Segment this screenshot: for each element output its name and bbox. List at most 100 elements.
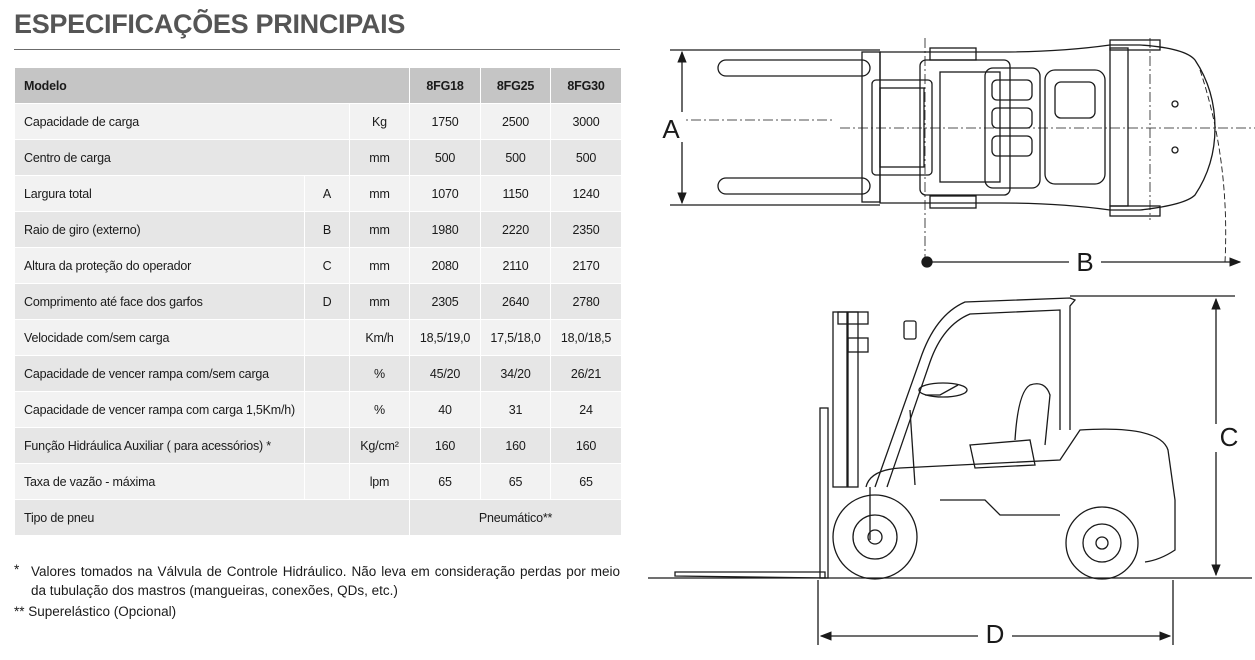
dimension-label-d-front: D bbox=[986, 619, 1005, 649]
row-value-3: 26/21 bbox=[550, 355, 622, 392]
header-model-2: 8FG25 bbox=[480, 67, 551, 104]
row-value-2: 2110 bbox=[480, 247, 551, 284]
row-value-2: 34/20 bbox=[480, 355, 551, 392]
label-c-backdrop bbox=[1208, 424, 1248, 452]
header-model-3: 8FG30 bbox=[550, 67, 622, 104]
row-value-2: 2500 bbox=[480, 103, 551, 140]
rear-wheel bbox=[1065, 506, 1139, 580]
row-value-2: 2640 bbox=[480, 283, 551, 320]
row-value-1: 1070 bbox=[409, 175, 481, 212]
dimension-label-c-front: C bbox=[1220, 422, 1239, 452]
footnotes: * Valores tomados na Válvula de Controle… bbox=[14, 562, 620, 619]
row-unit: lpm bbox=[349, 463, 410, 500]
row-label: Largura total bbox=[14, 175, 305, 212]
table-row: Capacidade de vencer rampa com carga 1,5… bbox=[14, 391, 622, 428]
row-value-2: 160 bbox=[480, 427, 551, 464]
header-model-1: 8FG18 bbox=[409, 67, 481, 104]
footnote-tire: ** Superelástico (Opcional) bbox=[14, 604, 177, 619]
row-label: Raio de giro (externo) bbox=[14, 211, 305, 248]
row-value-3: 1240 bbox=[550, 175, 622, 212]
row-dim bbox=[304, 355, 350, 392]
title-divider bbox=[14, 49, 620, 50]
table-header-row: Modelo 8FG18 8FG25 8FG30 bbox=[14, 67, 622, 104]
row-dim: C bbox=[304, 247, 350, 284]
row-label: Capacidade de vencer rampa com/sem carga bbox=[14, 355, 305, 392]
row-label: Centro de carga bbox=[14, 139, 350, 176]
row-label: Capacidade de vencer rampa com carga 1,5… bbox=[14, 391, 305, 428]
row-unit: Kg bbox=[349, 103, 410, 140]
specifications-table: Modelo 8FG18 8FG25 8FG30 Capacidade de c… bbox=[14, 67, 622, 536]
tire-type-value: Pneumático** bbox=[409, 499, 622, 536]
table-row: Velocidade com/sem carga Km/h 18,5/19,0 … bbox=[14, 319, 622, 356]
row-value-3: 24 bbox=[550, 391, 622, 428]
row-label: Altura da proteção do operador bbox=[14, 247, 305, 284]
row-value-2: 2220 bbox=[480, 211, 551, 248]
row-value-1: 45/20 bbox=[409, 355, 481, 392]
row-value-3: 500 bbox=[550, 139, 622, 176]
row-unit: mm bbox=[349, 247, 410, 284]
row-value-1: 500 bbox=[409, 139, 481, 176]
row-unit: Km/h bbox=[349, 319, 410, 356]
row-unit: mm bbox=[349, 283, 410, 320]
forklift-dimension-drawing: A B C D D B C A bbox=[648, 38, 1255, 649]
table-row: Raio de giro (externo) B mm 1980 2220 23… bbox=[14, 211, 622, 248]
row-label: Velocidade com/sem carga bbox=[14, 319, 305, 356]
row-dim bbox=[304, 391, 350, 428]
table-row: Função Hidráulica Auxiliar ( para acessó… bbox=[14, 427, 622, 464]
row-label: Taxa de vazão - máxima bbox=[14, 463, 305, 500]
footnote-hydraulic: * Valores tomados na Válvula de Controle… bbox=[14, 562, 620, 600]
row-unit: mm bbox=[349, 139, 410, 176]
row-value-3: 65 bbox=[550, 463, 622, 500]
row-value-1: 40 bbox=[409, 391, 481, 428]
row-value-2: 31 bbox=[480, 391, 551, 428]
forklift-side-view bbox=[648, 295, 1252, 645]
table-row: Altura da proteção do operador C mm 2080… bbox=[14, 247, 622, 284]
row-value-2: 500 bbox=[480, 139, 551, 176]
row-value-2: 1150 bbox=[480, 175, 551, 212]
row-value-1: 2305 bbox=[409, 283, 481, 320]
row-dim bbox=[304, 427, 350, 464]
row-value-1: 2080 bbox=[409, 247, 481, 284]
row-value-1: 160 bbox=[409, 427, 481, 464]
row-dim: B bbox=[304, 211, 350, 248]
row-unit: % bbox=[349, 355, 410, 392]
table-row: Taxa de vazão - máxima lpm 65 65 65 bbox=[14, 463, 622, 500]
row-dim: D bbox=[304, 283, 350, 320]
footnote-mark: * bbox=[14, 562, 20, 577]
row-label: Comprimento até face dos garfos bbox=[14, 283, 305, 320]
row-value-1: 1980 bbox=[409, 211, 481, 248]
row-value-3: 2170 bbox=[550, 247, 622, 284]
row-unit: Kg/cm² bbox=[349, 427, 410, 464]
row-value-3: 2350 bbox=[550, 211, 622, 248]
row-label: Capacidade de carga bbox=[14, 103, 350, 140]
row-label: Função Hidráulica Auxiliar ( para acessó… bbox=[14, 427, 305, 464]
row-value-3: 18,0/18,5 bbox=[550, 319, 622, 356]
row-value-1: 65 bbox=[409, 463, 481, 500]
row-value-3: 2780 bbox=[550, 283, 622, 320]
forklift-top-view bbox=[670, 38, 1255, 268]
row-unit: % bbox=[349, 391, 410, 428]
dimension-label-b-front: B bbox=[1076, 247, 1093, 277]
row-unit: mm bbox=[349, 211, 410, 248]
row-value-3: 3000 bbox=[550, 103, 622, 140]
label-b-backdrop bbox=[1069, 248, 1101, 275]
table-row: Comprimento até face dos garfos D mm 230… bbox=[14, 283, 622, 320]
dimension-label-a-front: A bbox=[662, 114, 680, 144]
label-d-backdrop bbox=[978, 621, 1012, 647]
row-value-2: 65 bbox=[480, 463, 551, 500]
table-row: Largura total A mm 1070 1150 1240 bbox=[14, 175, 622, 212]
row-value-3: 160 bbox=[550, 427, 622, 464]
row-dim bbox=[304, 319, 350, 356]
front-wheel bbox=[832, 494, 918, 580]
row-value-1: 1750 bbox=[409, 103, 481, 140]
row-dim: A bbox=[304, 175, 350, 212]
table-row: Centro de carga mm 500 500 500 bbox=[14, 139, 622, 176]
label-a-backdrop bbox=[660, 112, 684, 142]
page-title: ESPECIFICAÇÕES PRINCIPAIS bbox=[14, 9, 406, 39]
row-unit: mm bbox=[349, 175, 410, 212]
row-value-1: 18,5/19,0 bbox=[409, 319, 481, 356]
row-value-2: 17,5/18,0 bbox=[480, 319, 551, 356]
header-model-label: Modelo bbox=[14, 67, 410, 104]
row-dim bbox=[304, 463, 350, 500]
footnote-text: Valores tomados na Válvula de Controle H… bbox=[31, 564, 620, 598]
